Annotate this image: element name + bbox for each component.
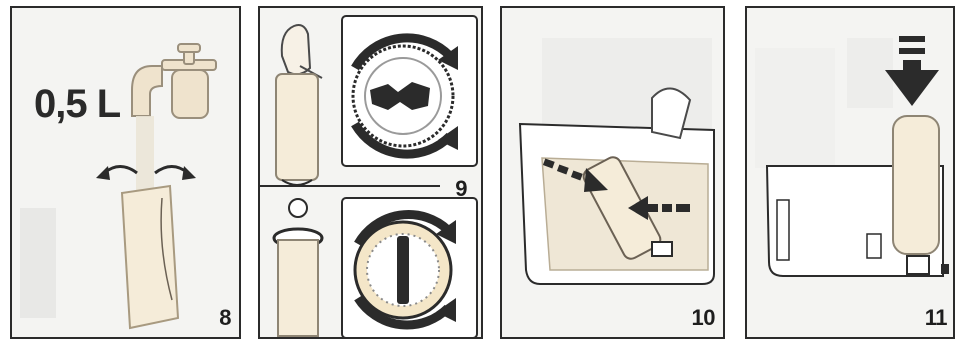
dial-pointer bbox=[397, 236, 409, 304]
arrowhead-icon bbox=[182, 166, 196, 180]
step-number: 9 bbox=[455, 176, 467, 202]
filter-socket bbox=[907, 256, 929, 274]
faucet-icon bbox=[132, 44, 216, 118]
filter-cartridge bbox=[278, 240, 318, 336]
filter-socket bbox=[867, 234, 881, 258]
insert-filter-illustration bbox=[502, 8, 725, 339]
push-filter-illustration bbox=[747, 8, 955, 339]
set-dial-illustration bbox=[260, 8, 483, 339]
dial-knob-icon bbox=[289, 199, 307, 217]
filter-cartridge bbox=[276, 74, 318, 180]
rotate-right-arrow bbox=[155, 167, 188, 174]
water-volume-label: 0,5 L bbox=[34, 82, 120, 127]
rinse-filter-illustration bbox=[12, 8, 241, 339]
step-number: 11 bbox=[925, 305, 947, 331]
filter-cartridge bbox=[893, 116, 939, 254]
background-shadow bbox=[847, 38, 893, 108]
tank-handle bbox=[777, 200, 789, 260]
step-9-panel: 9 bbox=[258, 6, 483, 339]
rotate-left-arrow bbox=[104, 167, 137, 174]
arrowhead-icon bbox=[96, 166, 110, 180]
step-10-panel: 10 bbox=[500, 6, 725, 339]
step-11-panel: 11 bbox=[745, 6, 955, 339]
step-number: 10 bbox=[692, 305, 715, 331]
hand-icon bbox=[282, 25, 322, 78]
step-8-panel: 0,5 L 8 bbox=[10, 6, 241, 339]
tank-latch bbox=[941, 264, 949, 274]
background-shadow bbox=[20, 208, 56, 318]
step-number: 8 bbox=[219, 305, 231, 331]
filter-cartridge bbox=[122, 186, 178, 328]
down-arrow-icon bbox=[885, 36, 939, 106]
background-shadow bbox=[755, 48, 835, 168]
filter-socket bbox=[652, 242, 672, 256]
